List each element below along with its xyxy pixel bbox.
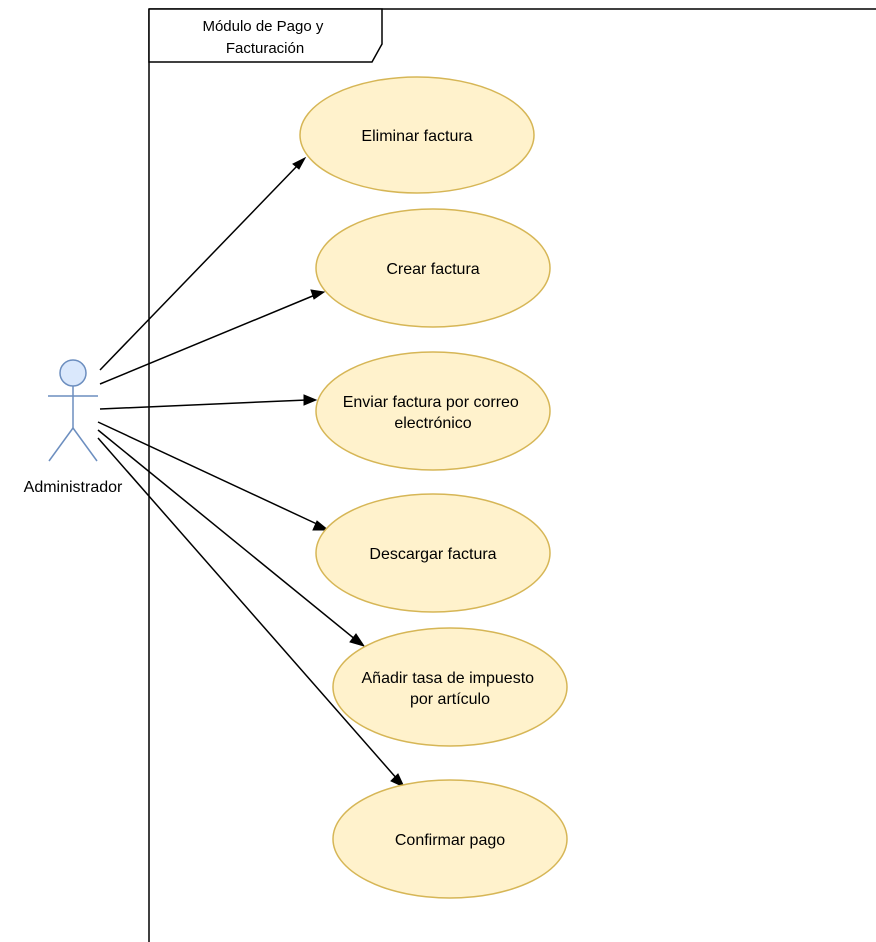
use-case-label: Añadir tasa de impuesto por artículo	[362, 670, 539, 708]
system-boundary-title: Módulo de Pago y Facturación	[202, 18, 327, 57]
associations	[97, 156, 406, 789]
use-case-label-line-1: Crear factura	[386, 261, 479, 278]
system-boundary-title-line-1: Módulo de Pago y	[202, 18, 323, 35]
actor-administrador[interactable]: Administrador	[24, 359, 123, 496]
use-case-label-line-2: electrónico	[394, 415, 471, 432]
use-cases: Eliminar factura Crear factura Enviar fa…	[299, 76, 568, 899]
system-boundary-title-tab	[148, 8, 383, 63]
association-line-3	[99, 399, 308, 410]
use-case-label-line-2: por artículo	[410, 691, 490, 708]
use-case-label: Enviar factura por correo electrónico	[343, 394, 524, 432]
use-case-label-line-1: Confirmar pago	[395, 832, 505, 849]
association-line-1	[99, 164, 299, 371]
use-case-crear-factura[interactable]: Crear factura	[315, 208, 551, 328]
use-case-descargar-factura[interactable]: Descargar factura	[315, 493, 551, 613]
system-boundary: Módulo de Pago y Facturación	[148, 8, 876, 942]
use-case-label-line-1: Eliminar factura	[361, 128, 472, 145]
use-case-ellipse	[332, 779, 568, 899]
system-boundary-title-line-2: Facturación	[226, 40, 304, 57]
actor-head-icon	[59, 359, 87, 387]
use-case-label: Crear factura	[386, 261, 479, 278]
use-case-ellipse	[299, 76, 535, 194]
actor-left-leg-icon	[48, 427, 74, 462]
use-case-label-line-1: Enviar factura por correo	[343, 394, 519, 411]
actor-name: Administrador	[24, 479, 123, 496]
use-case-label: Descargar factura	[369, 546, 496, 563]
actor-right-leg-icon	[72, 427, 98, 462]
use-case-label: Eliminar factura	[361, 128, 472, 145]
use-case-ellipse	[315, 351, 551, 471]
use-case-label-line-1: Descargar factura	[369, 546, 496, 563]
use-case-ellipse	[315, 208, 551, 328]
association-arrowhead-1	[292, 156, 307, 170]
association-arrowhead-6	[390, 773, 406, 789]
use-case-anadir-tasa-impuesto[interactable]: Añadir tasa de impuesto por artículo	[332, 627, 568, 747]
association-arrowhead-2	[310, 289, 326, 300]
use-case-eliminar-factura[interactable]: Eliminar factura	[299, 76, 535, 194]
use-case-label-line-1: Añadir tasa de impuesto	[362, 670, 535, 687]
use-case-enviar-factura-correo[interactable]: Enviar factura por correo electrónico	[315, 351, 551, 471]
association-line-6	[97, 437, 399, 781]
association-line-2	[99, 294, 316, 385]
association-arrowhead-4	[312, 520, 330, 531]
association-arrowhead-5	[349, 633, 366, 647]
use-case-confirmar-pago[interactable]: Confirmar pago	[332, 779, 568, 899]
association-line-5	[97, 429, 357, 641]
association-arrowhead-3	[303, 394, 318, 406]
association-line-4	[97, 421, 320, 526]
use-case-ellipse	[315, 493, 551, 613]
use-case-ellipse	[332, 627, 568, 747]
use-case-label: Confirmar pago	[395, 832, 505, 849]
